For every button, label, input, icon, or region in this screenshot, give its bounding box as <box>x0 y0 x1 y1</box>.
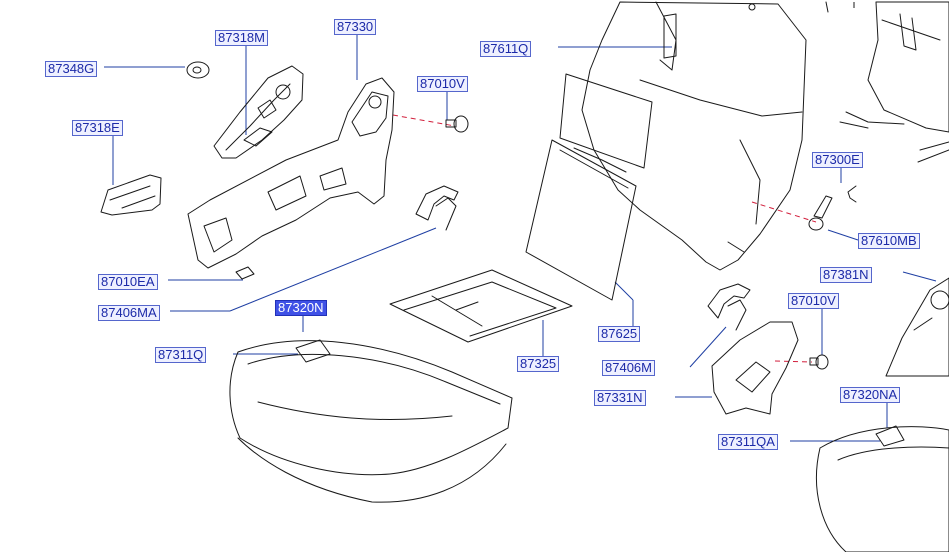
callout-87318m[interactable]: 87318M <box>215 30 268 46</box>
bolt-87010v-upper-part <box>445 115 469 133</box>
knob-cover-part <box>100 174 162 216</box>
callout-87311qa[interactable]: 87311QA <box>718 434 778 450</box>
callout-87330[interactable]: 87330 <box>334 19 377 35</box>
seat-back-frame-part <box>825 1 949 163</box>
callout-87320na[interactable]: 87320NA <box>840 387 901 403</box>
seat-cushion-right-part <box>816 425 949 552</box>
seat-cushion-part <box>229 339 513 503</box>
clip-87010ea-part <box>235 266 255 280</box>
callout-87300e[interactable]: 87300E <box>812 152 863 168</box>
callout-87318e[interactable]: 87318E <box>72 120 123 136</box>
washer-87348g-part <box>186 61 210 79</box>
callout-87311q[interactable]: 87311Q <box>155 347 207 363</box>
leader-lines <box>104 34 937 442</box>
pin-87610mb-part <box>808 195 833 231</box>
callout-87010v-upper[interactable]: 87010V <box>417 76 468 92</box>
callout-87331n[interactable]: 87331N <box>594 390 646 406</box>
seat-back-board-part <box>525 139 637 301</box>
callout-87611q[interactable]: 87611Q <box>480 41 532 57</box>
hook-wire-87406ma-part <box>415 185 459 231</box>
clip-87300e-part <box>847 185 857 203</box>
callout-87625[interactable]: 87625 <box>598 326 641 342</box>
seat-back-part <box>559 1 807 271</box>
recliner-inner-cover-part <box>213 65 304 159</box>
seat-side-finisher-part <box>187 77 395 269</box>
inner-finisher-87331n-part <box>711 321 799 415</box>
callout-87406ma[interactable]: 87406MA <box>98 305 160 321</box>
recliner-87381n-part <box>885 277 949 377</box>
fastener-center-lines <box>392 114 817 363</box>
callout-87381n[interactable]: 87381N <box>820 267 872 283</box>
callout-87348g[interactable]: 87348G <box>45 61 98 77</box>
callout-87010ea[interactable]: 87010EA <box>98 274 158 290</box>
callout-87406m[interactable]: 87406M <box>602 360 655 376</box>
callout-87010v-lower[interactable]: 87010V <box>788 293 839 309</box>
bolt-87010v-lower-part <box>809 354 829 370</box>
callout-87320n[interactable]: 87320N <box>275 300 327 316</box>
seat-pad-87325-part <box>389 269 573 343</box>
callout-87610mb[interactable]: 87610MB <box>858 233 920 249</box>
callout-87325[interactable]: 87325 <box>517 356 560 372</box>
hook-wire-87406m-part <box>707 283 751 331</box>
